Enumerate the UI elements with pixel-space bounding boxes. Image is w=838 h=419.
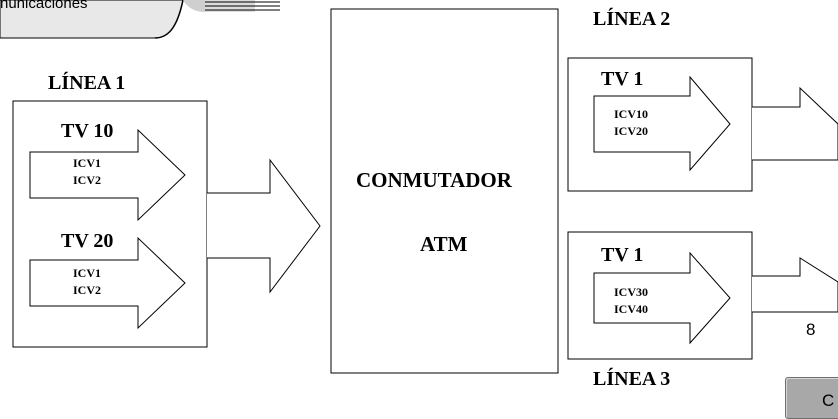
header-title: nunicaciones bbox=[0, 0, 88, 12]
tv20-label: TV 20 bbox=[61, 230, 114, 252]
line1-label: LÍNEA 1 bbox=[48, 72, 126, 94]
line2-label: LÍNEA 2 bbox=[593, 8, 671, 30]
line2-icv10-label: ICV10 bbox=[614, 107, 649, 121]
line2-icv20-label: ICV20 bbox=[614, 124, 649, 138]
page-number: 8 bbox=[806, 320, 816, 339]
tv20-icv1-label: ICV1 bbox=[73, 266, 102, 280]
tv10-label: TV 10 bbox=[61, 120, 114, 142]
tv10-icv2-label: ICV2 bbox=[73, 173, 102, 187]
line2-output-arrow bbox=[752, 86, 838, 161]
line3-label: LÍNEA 3 bbox=[593, 368, 671, 390]
tv1-line3-arrow bbox=[593, 251, 731, 345]
tv20-arrow bbox=[29, 236, 186, 330]
tv1-line2-label: TV 1 bbox=[601, 68, 644, 90]
switch-label-line2: ATM bbox=[420, 232, 468, 256]
switch-box bbox=[330, 8, 559, 374]
switch-label-line1: CONMUTADOR bbox=[356, 168, 512, 192]
tv20-icv2-label: ICV2 bbox=[73, 283, 102, 297]
tv10-arrow bbox=[29, 128, 186, 222]
line1-output-arrow bbox=[207, 158, 321, 294]
line3-icv40-label: ICV40 bbox=[614, 302, 649, 316]
line3-icv30-label: ICV30 bbox=[614, 285, 649, 299]
corner-button-label: C bbox=[822, 391, 835, 410]
tv10-icv1-label: ICV1 bbox=[73, 156, 102, 170]
line3-output-arrow bbox=[752, 257, 838, 313]
tv1-line3-label: TV 1 bbox=[601, 244, 644, 266]
tv1-line2-arrow bbox=[593, 75, 731, 172]
corner-button[interactable]: C bbox=[785, 377, 838, 419]
header-tab bbox=[0, 0, 280, 39]
